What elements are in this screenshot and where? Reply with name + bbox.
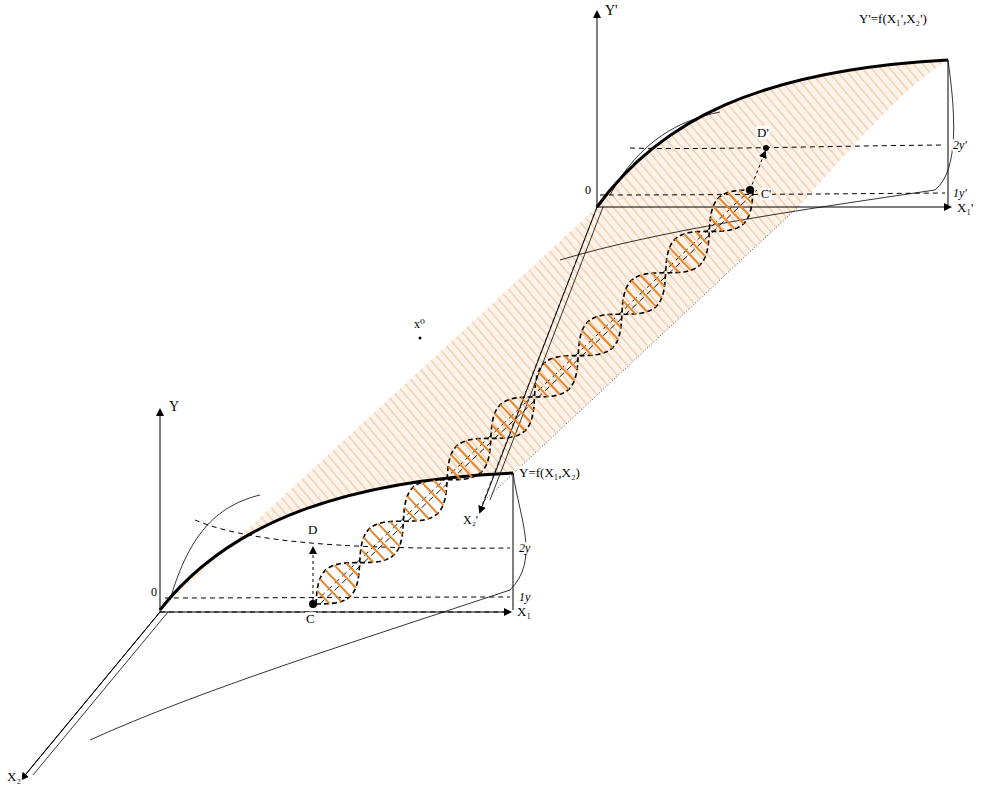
- ribbon-rung: [448, 466, 460, 479]
- function-label: Y=f(X₁,X₂): [518, 466, 581, 479]
- ribbon-rung: [500, 405, 525, 431]
- ribbon-rung: [325, 570, 350, 596]
- axis-label: X₂: [6, 770, 22, 783]
- ribbon-rung: [434, 480, 446, 493]
- level-label: 2y: [518, 542, 531, 554]
- origin-label: 0: [150, 586, 158, 598]
- ribbon-rung: [608, 315, 620, 328]
- upper-surface: [480, 12, 954, 512]
- ribbon-rung: [477, 439, 489, 452]
- ribbon-rung: [675, 239, 700, 265]
- point-label: x⁰: [413, 318, 426, 330]
- hatched-surface: [160, 60, 948, 610]
- ribbon-rung: [346, 563, 358, 576]
- ribbon-rung: [719, 198, 744, 224]
- ribbon-strand: [316, 190, 753, 604]
- point-label: D: [307, 523, 318, 536]
- ribbon-rung: [579, 342, 591, 355]
- point-label: C: [305, 612, 316, 625]
- ribbon-rung: [544, 363, 569, 389]
- point-x0: [419, 337, 422, 340]
- point-label: D': [756, 126, 770, 139]
- ribbon-rung: [457, 446, 482, 472]
- origin-label: 0: [584, 184, 592, 196]
- function-label: Y'=f(X₁',X₂'): [858, 12, 928, 25]
- ribbon-rung: [492, 425, 504, 438]
- ribbon-rung: [667, 259, 679, 272]
- ribbon-rung: [536, 384, 548, 397]
- axis-label: X₁: [516, 605, 532, 618]
- axis-label: X₂': [462, 514, 479, 526]
- twisted-ribbon: [316, 190, 753, 604]
- ribbon-rung: [361, 549, 373, 562]
- axis-label: Y: [168, 400, 180, 414]
- point-label: C': [760, 188, 772, 200]
- ribbon-rung: [317, 591, 329, 604]
- ribbon-rung: [521, 397, 533, 410]
- axis-label: X₁': [956, 201, 974, 214]
- level-label: 2y': [952, 139, 968, 151]
- ribbon-rung: [710, 218, 722, 231]
- ribbon-rung: [390, 522, 402, 535]
- ribbon-rung: [623, 301, 635, 314]
- level-label: 1y': [952, 187, 968, 199]
- point-c: [309, 600, 317, 608]
- ribbon-rung: [413, 487, 438, 513]
- ribbon-rung: [652, 273, 664, 286]
- ribbon-axis: [313, 190, 757, 604]
- lower-surface: [22, 410, 526, 779]
- axis-label: Y': [604, 4, 619, 18]
- level-label: 1y: [518, 591, 531, 603]
- ribbon-rung: [588, 322, 613, 348]
- ribbon-rung: [565, 356, 577, 369]
- ribbon-rung: [369, 529, 394, 555]
- point-d-prime: [763, 145, 769, 151]
- ribbon-strand: [316, 190, 753, 604]
- ribbon-rung: [631, 280, 656, 306]
- point-c-prime: [746, 186, 754, 194]
- ribbon-rung: [696, 232, 708, 245]
- ribbon-rung: [404, 508, 416, 521]
